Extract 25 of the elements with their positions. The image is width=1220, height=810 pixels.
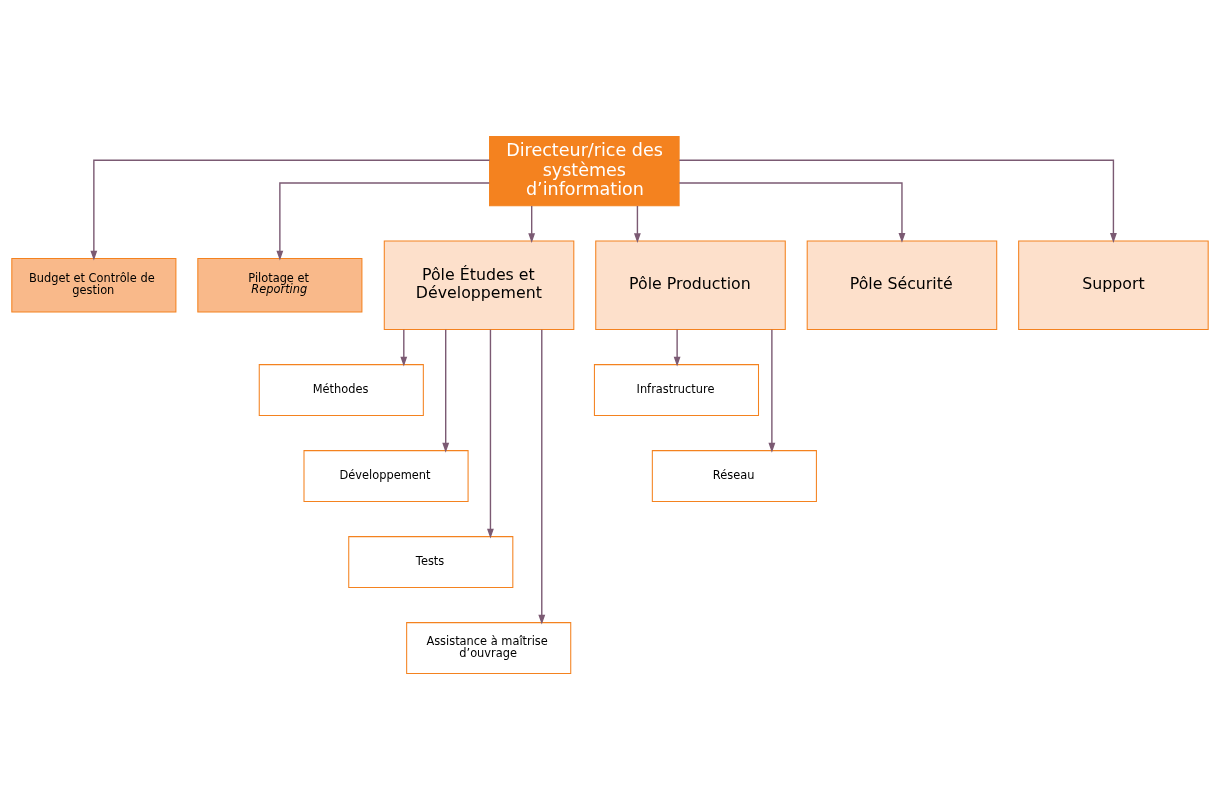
arrow — [768, 329, 776, 453]
arrow — [442, 329, 450, 453]
node-box: Développement — [303, 450, 469, 503]
node-box: Tests — [348, 536, 514, 589]
node-box: Pôle Production — [595, 240, 786, 331]
arrow — [276, 182, 490, 261]
node-box: Pilotage et Reporting — [197, 257, 363, 313]
node-box: Pôle Sécurité — [806, 240, 998, 331]
node-box: Méthodes — [258, 364, 424, 417]
arrow — [90, 159, 491, 261]
arrow — [673, 329, 681, 367]
node-box: Directeur/rice des systèmes d’information — [489, 136, 680, 207]
node-box: Support — [1018, 240, 1209, 331]
node-box: Réseau — [651, 450, 817, 503]
node-box: Infrastructure — [593, 364, 760, 417]
arrow — [528, 205, 536, 244]
arrow — [678, 182, 906, 243]
arrow — [538, 329, 546, 625]
arrow — [633, 205, 641, 244]
arrow — [487, 329, 494, 539]
node-box: Assistance à maîtrise d’ouvrage — [406, 622, 572, 674]
arrow — [678, 159, 1117, 243]
node-box: Pôle Études et Développement — [383, 240, 575, 331]
arrow — [400, 329, 408, 367]
node-box: Budget et Contrôle de gestion — [11, 257, 177, 313]
